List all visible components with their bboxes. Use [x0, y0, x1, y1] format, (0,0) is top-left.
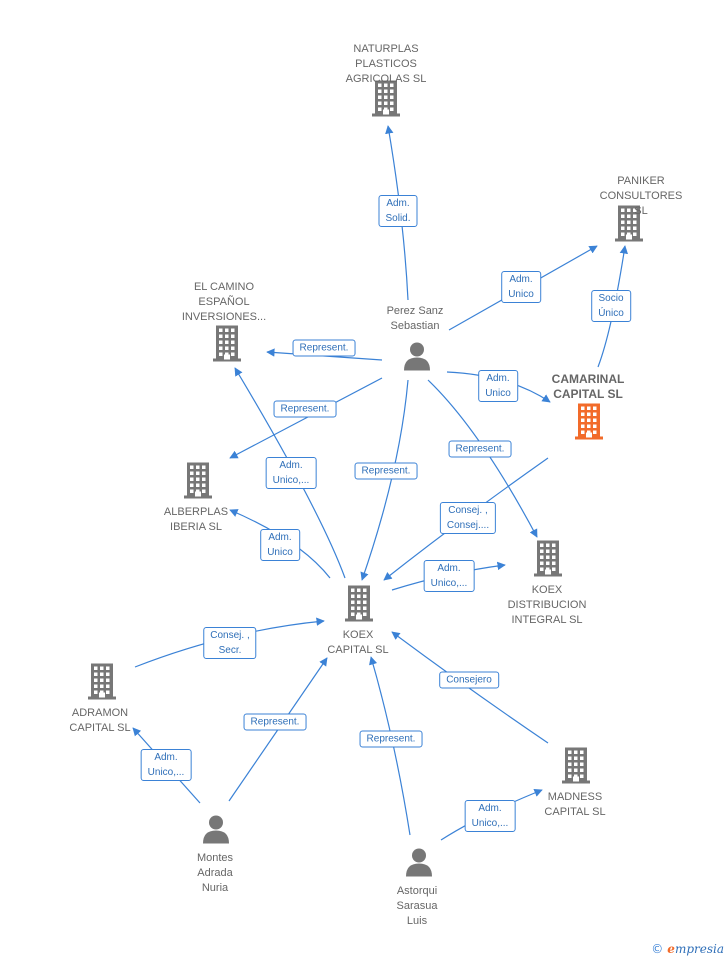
edge-label-perez-to-naturplas[interactable]: Adm. Solid. [378, 195, 418, 227]
edge-perez-to-koexcap [360, 379, 409, 581]
edge-koexcap-to-elcamino [234, 367, 346, 579]
building-icon-elcamino[interactable] [213, 325, 241, 367]
node-label-montes[interactable]: Montes Adrada Nuria [196, 852, 234, 894]
edge-label-astorqui-to-koexcap[interactable]: Represent. [359, 730, 423, 748]
building-icon-alberplas[interactable] [184, 462, 212, 504]
person-icon-astorqui[interactable] [404, 847, 434, 882]
empresia-logo-text: mpresia [674, 942, 724, 956]
building-icon-koexdist[interactable] [534, 540, 562, 582]
person-icon-montes[interactable] [201, 814, 231, 849]
edge-label-camarinal-to-paniker[interactable]: Socio Único [591, 290, 631, 322]
node-label-madness[interactable]: MADNESS CAPITAL SL [544, 791, 606, 818]
edge-label-perez-to-camarinal[interactable]: Adm. Unico [478, 370, 518, 402]
node-label-koexdist[interactable]: KOEX DISTRIBUCION INTEGRAL SL [507, 584, 587, 626]
copyright-icon: © [651, 942, 664, 956]
node-label-camarinal[interactable]: CAMARINAL CAPITAL SL [551, 372, 625, 401]
edge-label-koexcap-to-elcamino[interactable]: Adm. Unico,... [265, 457, 317, 489]
edge-label-perez-to-paniker[interactable]: Adm. Unico [501, 271, 541, 303]
node-label-elcamino[interactable]: EL CAMINO ESPAÑOL INVERSIONES... [181, 281, 267, 323]
person-icon-perez[interactable] [402, 341, 432, 376]
building-icon-camarinal[interactable] [575, 403, 603, 445]
node-label-perez[interactable]: Perez Sanz Sebastian [386, 305, 444, 332]
node-label-alberplas[interactable]: ALBERPLAS IBERIA SL [163, 506, 229, 533]
edge-label-camarinal-to-koexcap[interactable]: Consej. , Consej.... [439, 502, 497, 534]
node-label-naturplas[interactable]: NATURPLAS PLASTICOS AGRICOLAS SL [345, 43, 427, 85]
edge-perez-to-alberplas [229, 377, 383, 459]
edge-label-perez-to-elcamino[interactable]: Represent. [292, 339, 356, 357]
edge-label-perez-to-koexdist[interactable]: Represent. [448, 440, 512, 458]
node-label-koexcap[interactable]: KOEX CAPITAL SL [327, 629, 389, 656]
building-icon-koexcap[interactable] [345, 585, 373, 627]
node-label-adramon[interactable]: ADRAMON CAPITAL SL [69, 707, 131, 734]
node-label-astorqui[interactable]: Astorqui Sarasua Luis [396, 885, 438, 927]
building-icon-madness[interactable] [562, 747, 590, 789]
edge-label-perez-to-koexcap[interactable]: Represent. [354, 462, 418, 480]
edge-label-astorqui-to-madness[interactable]: Adm. Unico,... [464, 800, 516, 832]
edge-label-perez-to-alberplas[interactable]: Represent. [273, 400, 337, 418]
edge-label-madness-to-koexcap[interactable]: Consejero [439, 671, 499, 689]
node-label-paniker[interactable]: PANIKER CONSULTORES SL [599, 175, 683, 217]
edge-label-adramon-to-koexcap[interactable]: Consej. , Secr. [203, 627, 257, 659]
edge-label-koexcap-to-koexdist[interactable]: Adm. Unico,... [423, 560, 475, 592]
empresia-logo-initial: e [667, 942, 675, 956]
edge-label-montes-to-koexcap[interactable]: Represent. [243, 713, 307, 731]
building-icon-paniker[interactable] [615, 205, 643, 247]
edge-madness-to-koexcap [391, 631, 549, 744]
edge-label-koexcap-to-alberplas[interactable]: Adm. Unico [260, 529, 300, 561]
building-icon-naturplas[interactable] [372, 80, 400, 122]
empresia-brand[interactable]: ©empresia [651, 942, 724, 956]
edge-label-montes-to-adramon[interactable]: Adm. Unico,... [140, 749, 192, 781]
building-icon-adramon[interactable] [88, 663, 116, 705]
